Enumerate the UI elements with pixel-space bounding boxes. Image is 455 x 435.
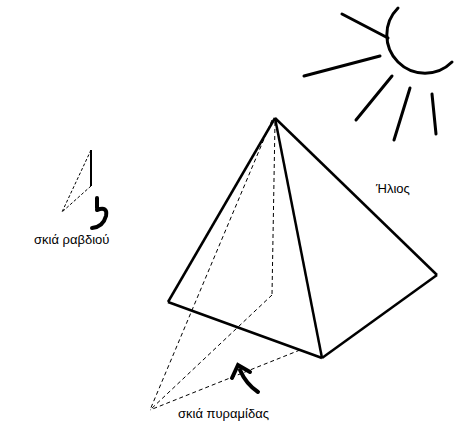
curved-arrow-head: [232, 365, 250, 378]
sun-ray: [356, 76, 392, 120]
pyramid-edge: [275, 118, 437, 275]
shadow-line: [150, 350, 300, 410]
pyramid-shadow-label: σκιά πυραμίδας: [178, 407, 269, 421]
stick-line: [90, 150, 92, 186]
curved-arrow: [92, 209, 106, 228]
pyramid-edge: [275, 118, 322, 358]
sun-ray: [432, 94, 436, 134]
pyramid-edge: [168, 118, 275, 302]
sun-ray: [342, 14, 388, 38]
stick-shadow: [62, 186, 91, 212]
pyramid-edge: [322, 275, 437, 358]
sun-symbol: [304, 8, 452, 140]
sun-ray: [394, 88, 410, 140]
hidden-edge: [272, 122, 275, 295]
sun-arc: [387, 8, 452, 73]
pointer-arrows: [92, 198, 258, 392]
sun-ray: [304, 56, 380, 76]
stick-shadow: [62, 150, 91, 212]
curved-arrow-head: [95, 198, 99, 208]
pyramid: [168, 118, 437, 358]
stick-shadow-label: σκιά ραβδιού: [34, 233, 109, 247]
stick: [62, 150, 91, 212]
shadow-line: [150, 120, 272, 410]
shadow-line: [150, 295, 272, 410]
pyramid-edge: [168, 302, 322, 358]
pyramid-shadow: [150, 120, 300, 410]
sun-label: Ήλιος: [376, 182, 410, 196]
